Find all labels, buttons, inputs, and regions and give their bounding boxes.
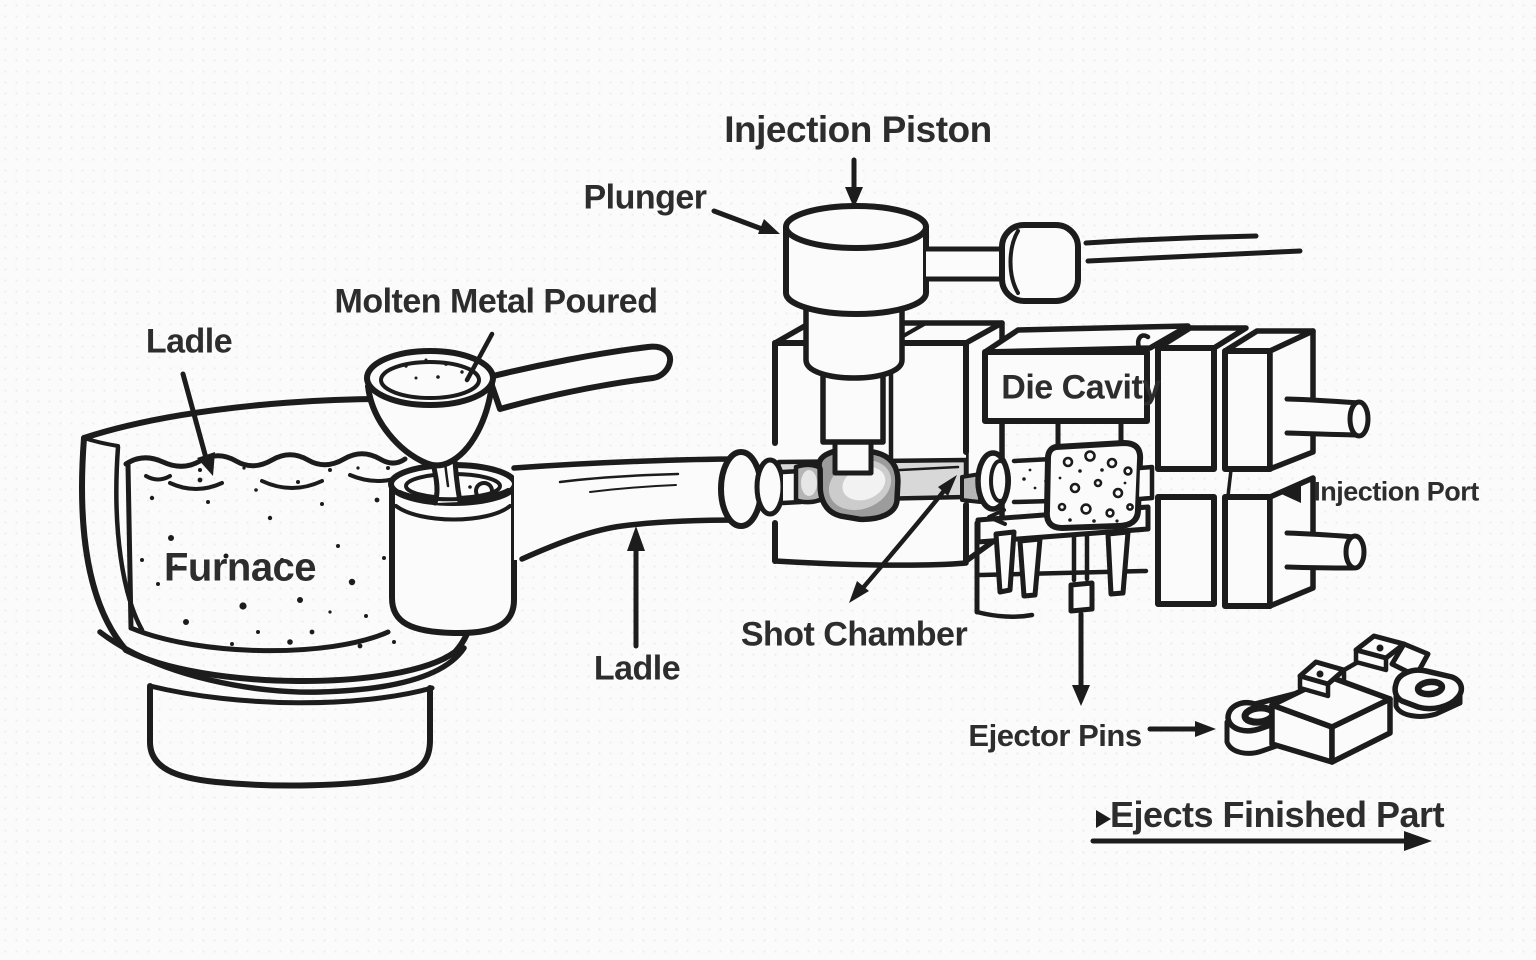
die-guide-pins [1284,396,1371,571]
label-shot-chamber: Shot Chamber [740,615,968,654]
label-ejects-finished-part: Ejects Finished Part [1109,794,1445,835]
pour-cup-illustration [388,462,541,637]
shot-chamber-arrow [849,475,957,603]
label-die-cavity: Die Cavity [1001,368,1161,407]
annotation-arrows [180,157,1432,851]
ejects-bullet-icon [1096,810,1111,828]
label-injection-port: Injection Port [1313,476,1479,507]
injection-piston-illustration [783,203,1303,476]
ejects-underline-arrow [1090,831,1432,851]
ejector-pins-arrow [1072,611,1090,706]
shot-sleeve-illustration [511,456,743,562]
label-ejector-pins: Ejector Pins [968,718,1142,753]
molten-metal-leader [464,331,495,383]
label-furnace: Furnace [163,545,317,590]
die-cavity-illustration [1022,440,1155,531]
ladle-illustration [364,343,674,506]
injection-piston-arrow [845,157,863,208]
injection-port-arrow [1277,481,1301,503]
label-ladle-top: Ladle [145,322,233,361]
ladle-top-arrow [180,371,215,476]
finished-part-illustration [1224,633,1465,765]
sleeve-endcap-illustration [718,449,825,529]
label-injection-piston: Injection Piston [724,109,992,150]
ladle-bottom-arrow [627,526,645,649]
plunger-arrow [711,208,780,234]
label-molten-metal-poured: Molten Metal Poured [334,282,658,321]
label-plunger: Plunger [583,178,707,217]
furnace-illustration [79,395,481,789]
label-ladle-bottom: Ladle [593,649,681,688]
finished-part-arrow [1147,721,1216,737]
